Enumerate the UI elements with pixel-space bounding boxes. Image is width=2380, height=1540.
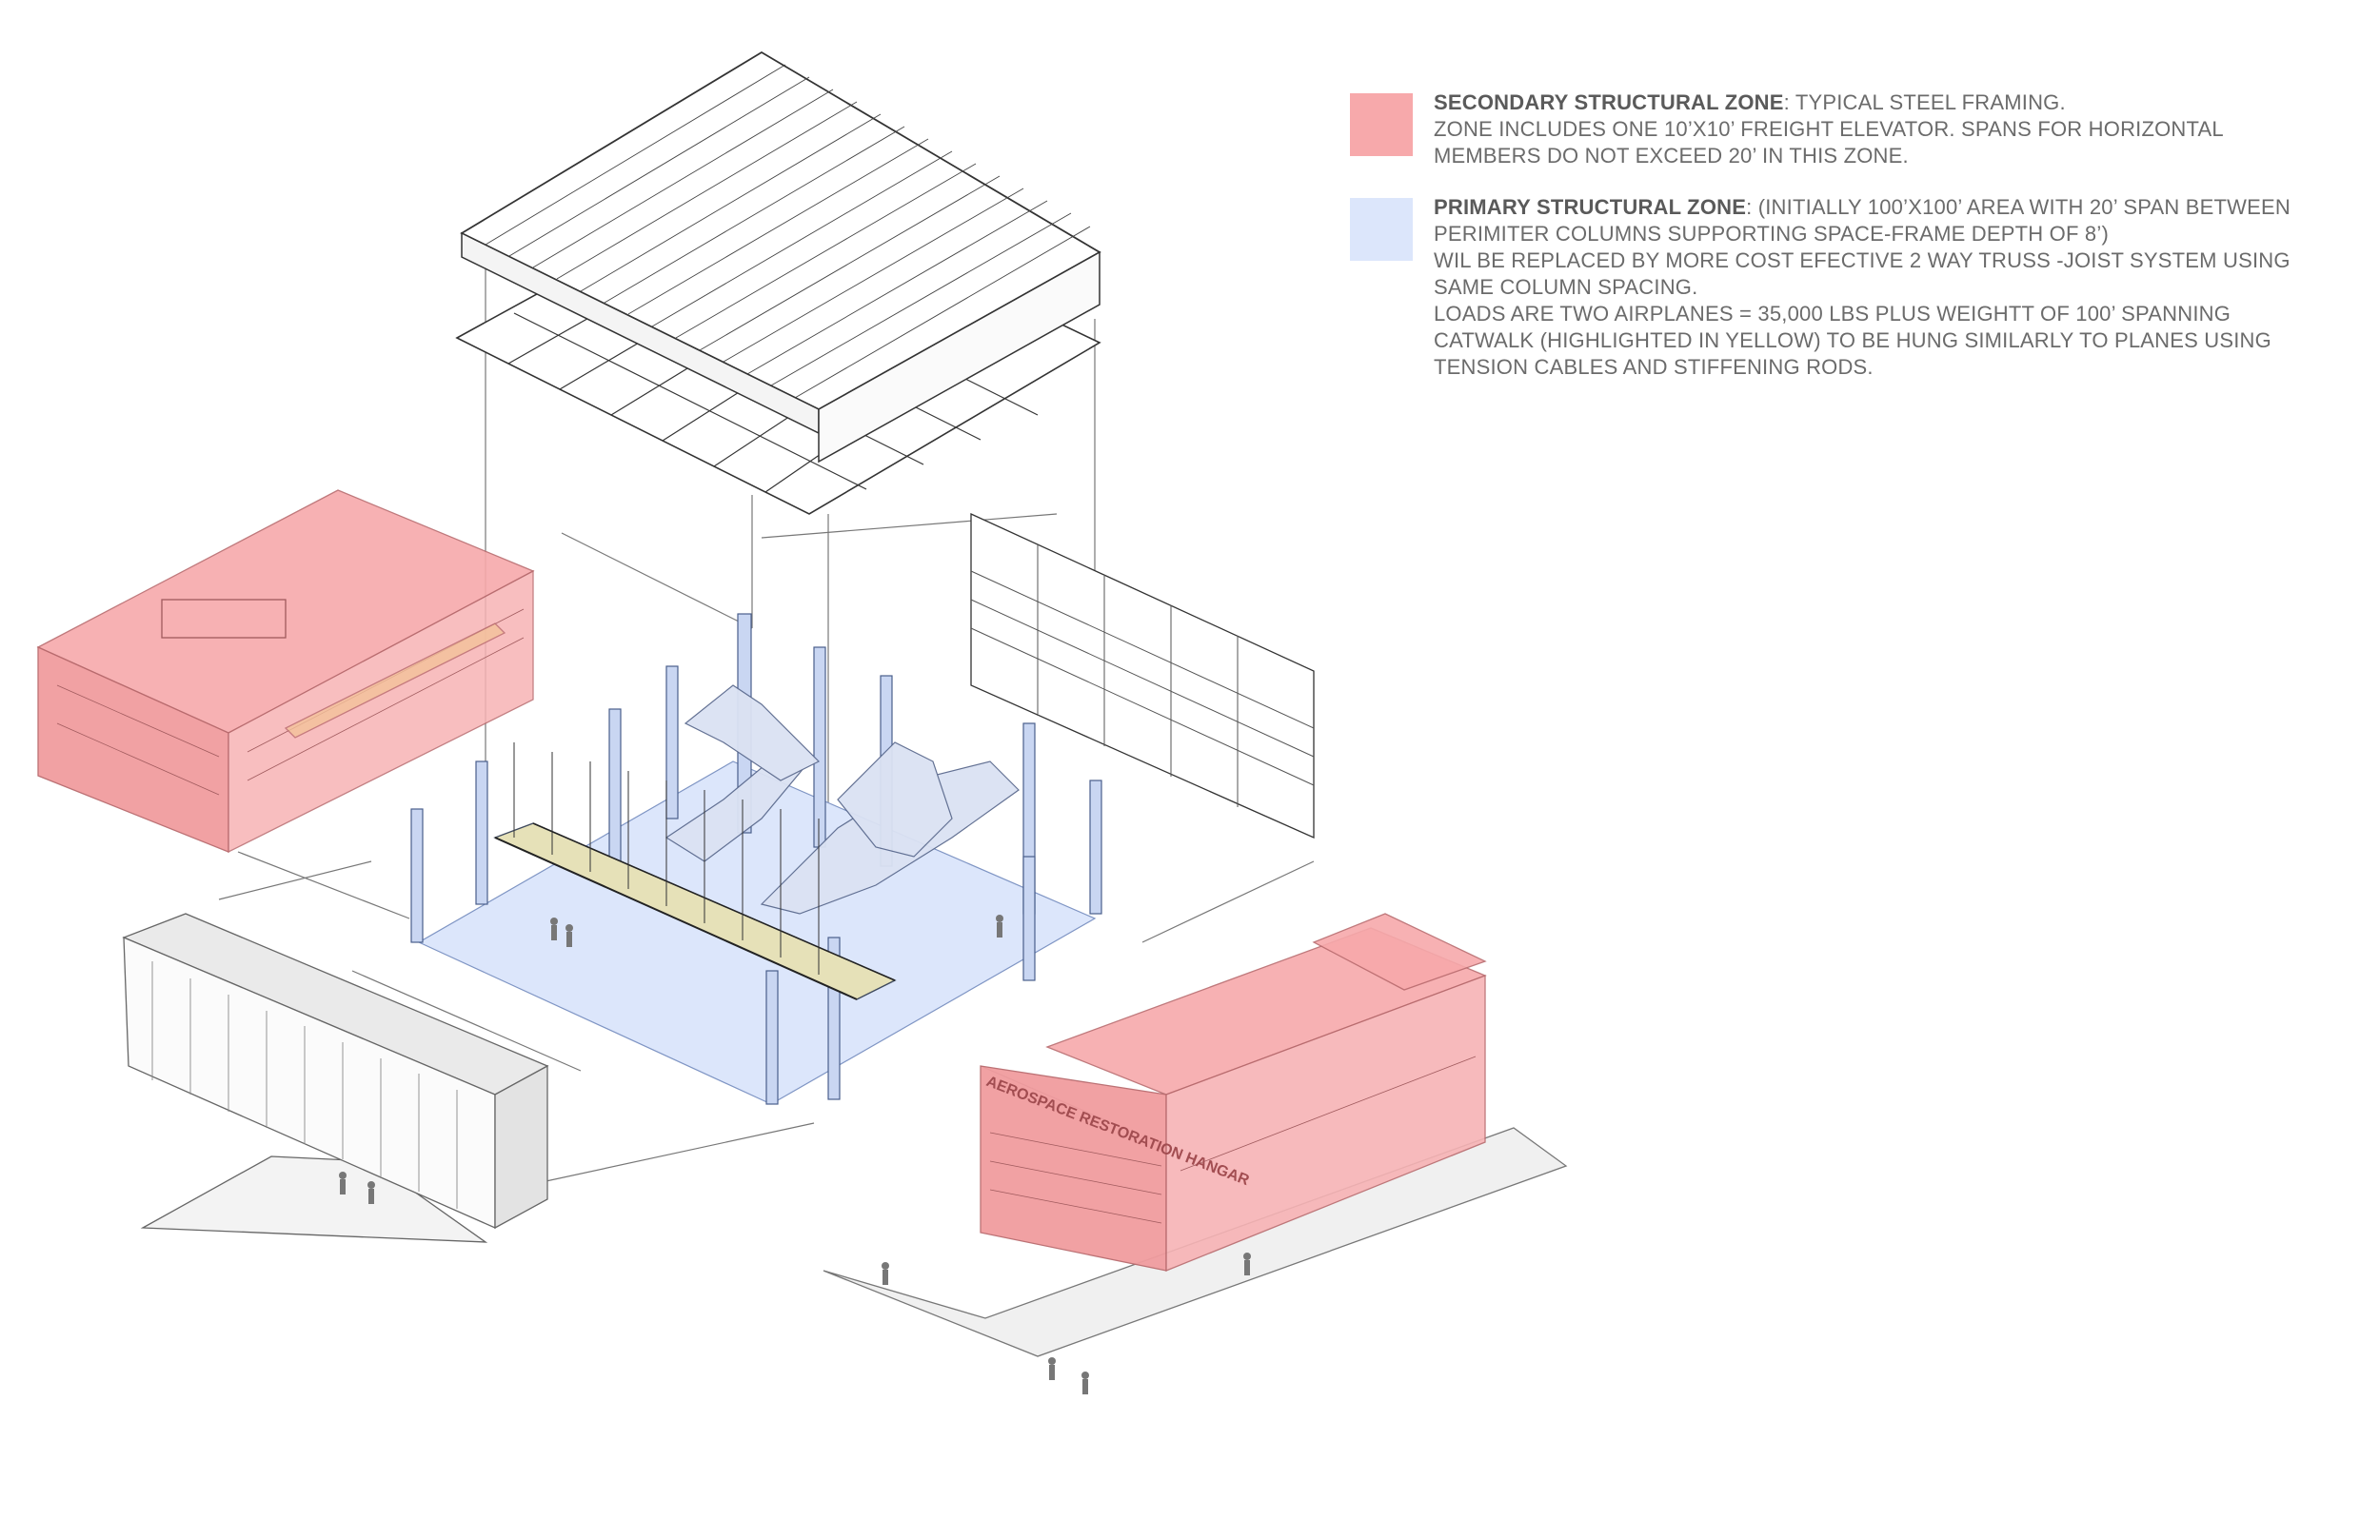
roof-clerestory <box>818 250 1101 464</box>
scale-figures <box>339 915 1251 1394</box>
suspended-airplanes <box>664 684 1020 915</box>
legend-text-secondary: SECONDARY STRUCTURAL ZONE: TYPICAL STEEL… <box>1434 90 2224 168</box>
legend-text-primary: PRIMARY STRUCTURAL ZONE: (INITIALLY 100’… <box>1434 195 2291 379</box>
secondary-block-southeast: AEROSPACE RESTORATION HANGAR <box>823 913 1568 1357</box>
secondary-block-northwest <box>36 489 535 854</box>
pavilion-southwest <box>122 913 549 1243</box>
legend-swatch-secondary <box>1350 93 1413 156</box>
tension-cables <box>513 742 820 975</box>
legend-title-secondary: SECONDARY STRUCTURAL ZONE <box>1434 90 1784 114</box>
facade-panels <box>970 512 1315 839</box>
legend-title-primary: PRIMARY STRUCTURAL ZONE <box>1434 195 1747 219</box>
catwalk-connection-nw <box>284 622 506 739</box>
primary-structural-zone <box>410 613 1102 1105</box>
roof-assembly <box>455 50 1101 515</box>
catwalk <box>493 822 897 1000</box>
legend-swatch-primary <box>1350 198 1413 261</box>
roof-ribs <box>485 64 1091 399</box>
